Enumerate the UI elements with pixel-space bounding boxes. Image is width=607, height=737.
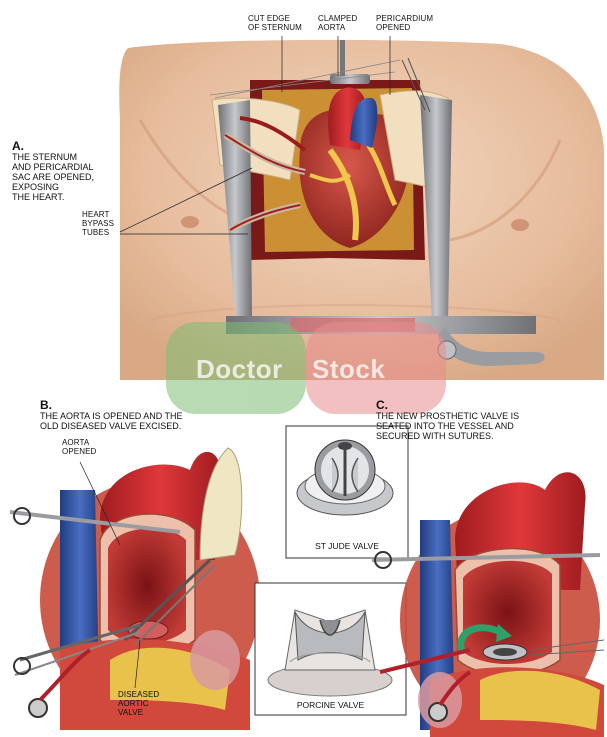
label-aorta-opened: AORTA OPENED — [62, 438, 97, 456]
label-clamped-aorta: CLAMPED AORTA — [318, 14, 358, 32]
st-jude-valve-box — [285, 425, 409, 559]
panel-c-text: THE NEW PROSTHETIC VALVE IS SEATED INTO … — [376, 411, 520, 441]
label-diseased-aortic-valve: DISEASED AORTIC VALVE — [118, 690, 160, 717]
label-cut-edge-sternum: CUT EDGE OF STERNUM — [248, 14, 302, 32]
panel-a-letter: A. — [12, 139, 24, 153]
st-jude-valve-label: ST JUDE VALVE — [315, 541, 379, 551]
panel-a-leaders — [119, 36, 391, 235]
panel-b-leaders — [79, 461, 141, 689]
panel-b-text: THE AORTA IS OPENED AND THE OLD DISEASED… — [40, 411, 183, 431]
panel-b-letter: B. — [40, 398, 52, 412]
label-heart-bypass-tubes: HEART BYPASS TUBES — [82, 210, 115, 237]
watermark-band — [166, 322, 446, 414]
porcine-valve-box — [254, 582, 407, 716]
porcine-valve-label: PORCINE VALVE — [296, 700, 365, 710]
panel-c-letter: C. — [376, 398, 388, 412]
watermark-right: Stock — [312, 354, 386, 384]
panel-a-torso — [119, 39, 605, 381]
watermark-left: Doctor — [196, 354, 283, 384]
panel-a-caption: A. THE STERNUM AND PERICARDIAL SAC ARE O… — [12, 131, 94, 202]
panel-b-caption: B. THE AORTA IS OPENED AND THE OLD DISEA… — [40, 390, 183, 431]
panel-c-caption: C. THE NEW PROSTHETIC VALVE IS SEATED IN… — [376, 390, 519, 441]
panel-b-illustration — [9, 447, 260, 730]
label-pericardium-opened: PERICARDIUM OPENED — [376, 14, 434, 32]
panel-a-text: THE STERNUM AND PERICARDIAL SAC ARE OPEN… — [12, 152, 95, 202]
panel-c-illustration — [371, 472, 605, 737]
